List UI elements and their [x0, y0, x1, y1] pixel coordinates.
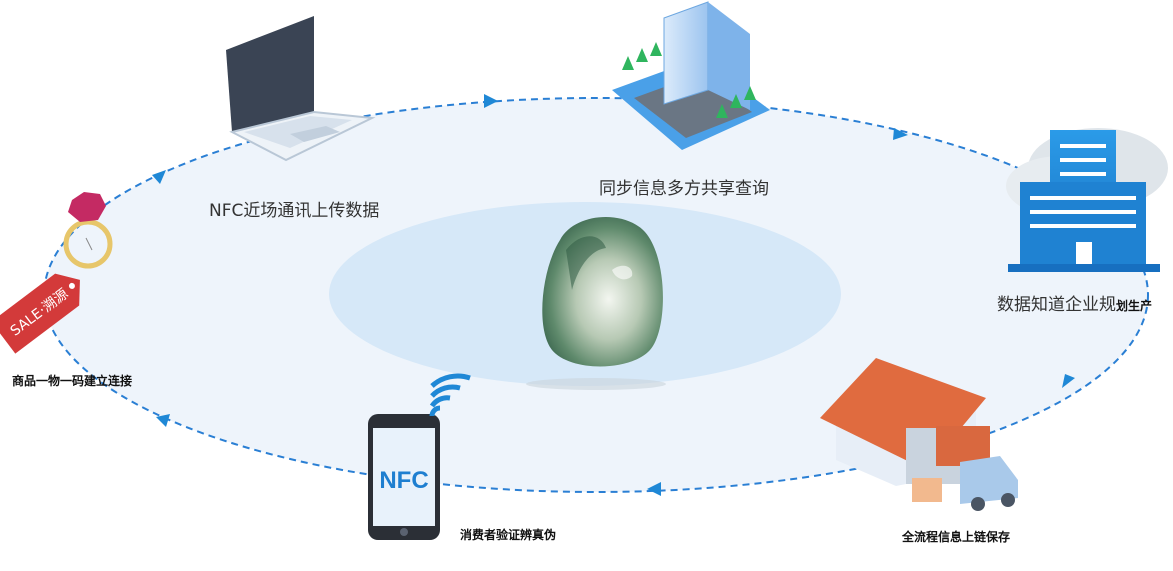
step-data-planning-tail: 划生产: [1116, 299, 1153, 313]
arrow-icon: [893, 128, 908, 140]
step-consumer-verify-label: 消费者验证辨真伪: [460, 528, 557, 542]
step-sync-share-label: 同步信息多方共享查询: [599, 179, 769, 199]
step-data-planning-text: 数据知道企业规: [997, 295, 1116, 315]
arrow-icon: [1062, 374, 1075, 388]
office-building-icon: [612, 1, 770, 150]
orbit-ring: [43, 97, 1149, 493]
arrow-icon: [152, 170, 166, 184]
warehouse-truck-icon: [820, 358, 1018, 511]
step-product-link-label: 商品一物一码建立连接: [12, 374, 133, 388]
arrow-icon: [647, 482, 661, 496]
enterprise-building-icon: [1006, 128, 1168, 272]
step-data-planning-label: 数据知道企业规划生产: [997, 290, 1152, 315]
laptop-icon: [226, 16, 376, 162]
arrow-icon: [484, 94, 498, 108]
step-nfc-upload-label: NFC近场通讯上传数据: [209, 201, 380, 221]
step-chain-storage-label: 全流程信息上链保存: [902, 530, 1011, 544]
arrow-icon: [156, 414, 170, 427]
smartphone-nfc-icon: NFC: [368, 373, 471, 540]
flow-arrows: [152, 94, 1075, 496]
phone-nfc-text: NFC: [379, 467, 428, 494]
wifi-signal-icon: [429, 373, 471, 417]
jade-pendant-image: [526, 217, 666, 390]
